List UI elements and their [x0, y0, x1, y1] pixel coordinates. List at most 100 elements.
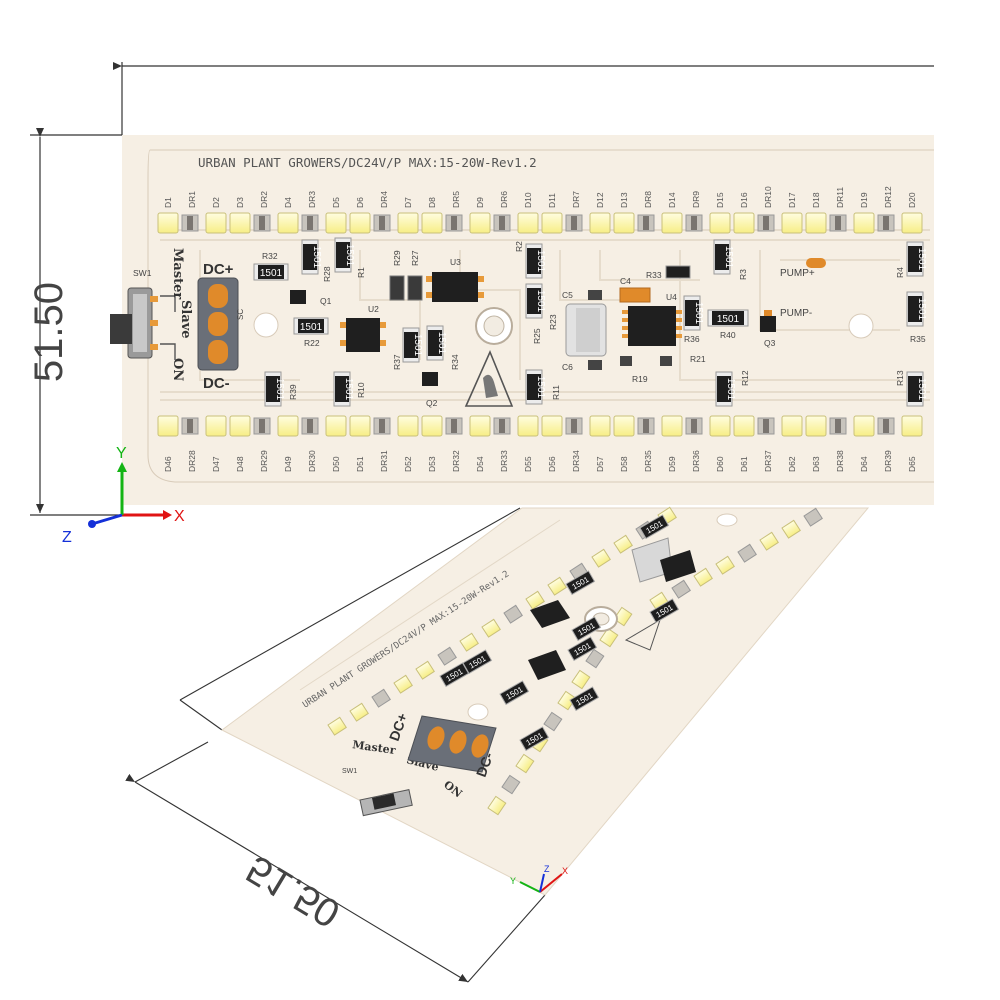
resistor: 1501 R13 [895, 370, 927, 407]
component-ref: R37 [392, 354, 402, 370]
led-label: DR28 [187, 450, 197, 472]
component-ref: R3 [738, 269, 748, 280]
led-label: D65 [907, 456, 917, 472]
led-label: D56 [547, 456, 557, 472]
slide-switch: SW1 Master Slave ON [110, 248, 193, 381]
led-label: D16 [739, 192, 749, 208]
led-label: D48 [235, 456, 245, 472]
isometric-switch-master: Master [352, 738, 397, 757]
resistor-code: 1501 [343, 378, 354, 401]
pump-minus-label: PUMP- [780, 308, 812, 319]
component-ref: R12 [740, 370, 750, 386]
led-label: D2 [211, 197, 221, 208]
resistor: 1501 R37 [392, 327, 423, 370]
component-ref: R10 [356, 382, 366, 398]
resistor: 1501 R34 [426, 325, 460, 370]
led-label: D50 [331, 456, 341, 472]
led-label: D63 [811, 456, 821, 472]
led-label: D57 [595, 456, 605, 472]
resistor: 1501 R25 [525, 283, 546, 344]
board-title: URBAN PLANT GROWERS/DC24V/P MAX:15-20W-R… [198, 155, 537, 170]
resistor-code: 1501 [311, 246, 322, 269]
led-label: D64 [859, 456, 869, 472]
axis-z-label-iso: Z [544, 864, 550, 874]
led-label: D10 [523, 192, 533, 208]
resistor: 1501 R11 [525, 369, 561, 405]
led-label: D49 [283, 456, 293, 472]
led-label: DR3 [307, 191, 317, 208]
component-ref: Q3 [764, 338, 776, 348]
resistor-code: 1501 [535, 290, 546, 313]
led-label: D19 [859, 192, 869, 208]
led-label: DR9 [691, 191, 701, 208]
ic-u4: U4 [622, 292, 682, 346]
esd-warning-icon [464, 349, 514, 407]
component-ref: R29 [392, 250, 402, 266]
led-label: DR10 [763, 186, 773, 208]
led-label: D53 [427, 456, 437, 472]
small-components: R29 R27 Q1 Q2 Q3 R33 C4 C5 C6 R23 R19 R2… [290, 250, 826, 408]
led-label: DR29 [259, 450, 269, 472]
led-label: DR31 [379, 450, 389, 472]
component-ref: R32 [262, 251, 278, 261]
component-ref: C6 [562, 362, 573, 372]
led-label: DR12 [883, 186, 893, 208]
component-ref: R35 [910, 334, 926, 344]
axis-y-label-iso: Y [510, 876, 516, 886]
component-ref: R4 [895, 267, 905, 278]
component-ref: R23 [548, 314, 558, 330]
led-label: DR39 [883, 450, 893, 472]
led-label: DR36 [691, 450, 701, 472]
isometric-switch-ref: SW1 [342, 768, 357, 775]
resistor-code: 1501 [916, 298, 927, 321]
resistor-code: 1501 [717, 314, 740, 325]
pump-plus-label: PUMP+ [780, 268, 815, 279]
led-label: D51 [355, 456, 365, 472]
resistor: 1501 R4 [895, 241, 927, 278]
switch-master-label: Master [170, 248, 185, 299]
resistor-code: 1501 [723, 246, 734, 269]
resistor-code: 1501 [916, 248, 927, 271]
resistor: 1501 R2 [514, 241, 546, 279]
resistor-code: 1501 [916, 378, 927, 401]
component-ref: R34 [450, 354, 460, 370]
mounting-hole [848, 313, 874, 339]
axis-triad-top: X Y Z [62, 445, 185, 546]
resistor: 1501 R1 [334, 237, 366, 278]
led-label: D60 [715, 456, 725, 472]
led-label: D6 [355, 197, 365, 208]
resistor: 1501 R10 [333, 371, 366, 407]
component-ref: R33 [646, 270, 662, 280]
resistor-code: 1501 [260, 268, 283, 279]
resistor: 1501 R12 [715, 370, 750, 407]
led-label: D54 [475, 456, 485, 472]
led-label: D46 [163, 456, 173, 472]
led-label: D5 [331, 197, 341, 208]
sc-label: SC [236, 309, 245, 320]
led-label: DR11 [835, 187, 845, 208]
component-ref: U2 [368, 304, 379, 314]
led-label: D3 [235, 197, 245, 208]
switch-on-label: ON [170, 358, 185, 381]
component-ref: U3 [450, 257, 461, 267]
axis-x-label: X [174, 508, 185, 525]
dc-power-connector: DC+ DC- SC [197, 261, 245, 392]
led-label: DR5 [451, 191, 461, 208]
dimension-lines-top [30, 62, 934, 516]
component-ref: R27 [410, 250, 420, 266]
led-label: DR4 [379, 191, 389, 208]
led-label: DR7 [571, 191, 581, 208]
led-labels-top: D1 DR1 D2 D3 DR2 D4 DR3 D5 D6 DR4 D7 D8 … [163, 186, 917, 208]
led-label: D58 [619, 456, 629, 472]
height-dimension-label: 51.50 [27, 282, 71, 382]
component-ref: R2 [514, 241, 524, 252]
led-label: D59 [667, 456, 677, 472]
led-label: DR37 [763, 450, 773, 472]
led-label: DR30 [307, 450, 317, 472]
component-ref: R19 [632, 374, 648, 384]
resistor: 1501 R3 [713, 239, 748, 280]
component-ref: R25 [532, 328, 542, 344]
isometric-components: SW1 Master Slave ON DC+ DC- 1501 15 [342, 513, 738, 817]
led-label: D18 [811, 192, 821, 208]
